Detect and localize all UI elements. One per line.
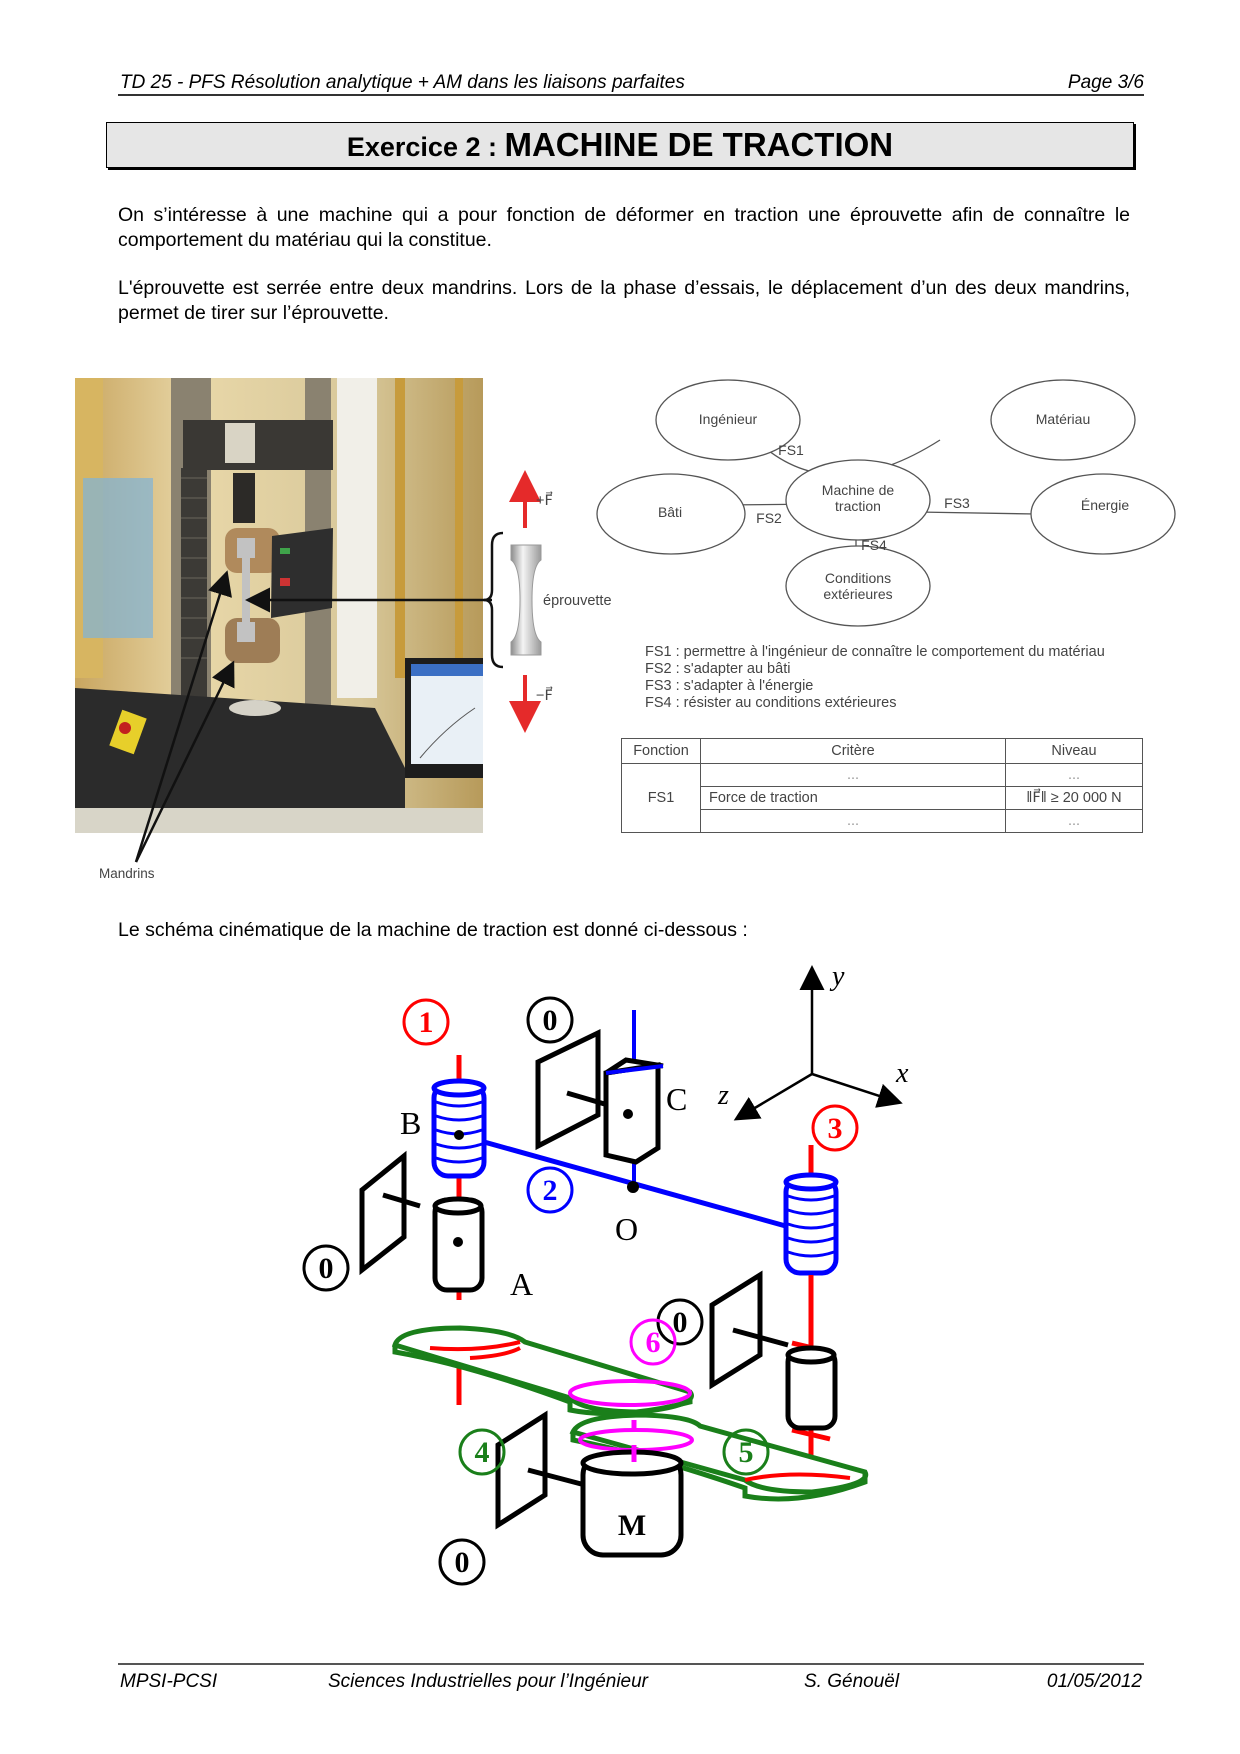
footer-date: 01/05/2012 (1046, 1671, 1142, 1692)
fs3-label: FS3 (944, 495, 970, 511)
node-energie (1030, 473, 1176, 555)
kinematic-intro: Le schéma cinématique de la machine de t… (118, 919, 748, 941)
table-row: Force de traction ‖F⃗‖ ≥ 20 000 N (622, 786, 1143, 810)
page-number: Page 3/6 (1067, 72, 1144, 93)
cell-criterion: ... (700, 763, 1006, 787)
fs2-label: FS2 (756, 510, 782, 526)
node-ingenieur-label: Ingénieur (699, 411, 758, 427)
photo-annotations (134, 470, 542, 863)
intro-paragraph-2: L'éprouvette est serrée entre deux mandr… (118, 277, 1130, 324)
helical-joint-right (783, 1172, 839, 1276)
node-materiau-label: Matériau (1036, 411, 1090, 427)
part-1-label: 1 (419, 1006, 434, 1039)
function-item: FS1 : permettre à l'ingénieur de connaît… (645, 644, 1105, 660)
node-energie-label: Énergie (1081, 497, 1129, 513)
part-0-label: 0 (455, 1546, 470, 1579)
functional-diagram: Ingénieur Matériau Bâti Machine de tract… (596, 379, 1176, 627)
part-4-label: 4 (475, 1436, 490, 1469)
node-ingenieur (655, 379, 801, 461)
pivot-joint-right (709, 1270, 838, 1431)
mandrins-label: Mandrins (99, 866, 155, 881)
footer-author: S. Génouël (804, 1671, 900, 1692)
part-0-label: 0 (319, 1252, 334, 1285)
kinematic-diagram: y⃗ x⃗ z⃗ C O (302, 961, 930, 1586)
motor-label: M (618, 1509, 646, 1542)
node-conditions (785, 545, 931, 627)
axis-triad (733, 965, 903, 1121)
function-item: FS2 : s'adapter au bâti (645, 661, 791, 677)
header-fonction: Fonction (621, 738, 701, 764)
exercise-number: Exercice 2 : (346, 132, 505, 162)
node-bati (596, 473, 746, 555)
part-3-label: 3 (828, 1112, 843, 1145)
part-0-label: 0 (673, 1306, 688, 1339)
function-item: FS3 : s'adapter à l'énergie (645, 678, 814, 694)
document-title: TD 25 - PFS Résolution analytique + AM d… (120, 72, 685, 93)
fs4-label: FS4 (861, 537, 887, 553)
specimen-label: éprouvette (543, 593, 612, 609)
axis-y-label: y⃗ (829, 961, 866, 992)
specimen-illustration (510, 544, 542, 656)
mandrin-arrow-upper (134, 570, 232, 863)
force-plus-label: +F⃗ (536, 493, 553, 509)
point-o-label: O (615, 1211, 638, 1247)
node-conditions-label-2: extérieures (823, 586, 892, 602)
cell-level: ... (1005, 809, 1143, 833)
part-2-label: 2 (543, 1174, 558, 1207)
node-bati-label: Bâti (658, 504, 682, 520)
header-niveau: Niveau (1005, 738, 1143, 764)
mandrin-arrow-lower (134, 660, 235, 863)
node-machine-label-2: traction (835, 498, 881, 514)
table-row: ... ... (622, 809, 1143, 833)
specimen-brace (483, 531, 504, 669)
header-critere: Critère (700, 738, 1006, 764)
point-a-label: A (510, 1266, 533, 1302)
function-item: FS4 : résister au conditions extérieures (645, 695, 897, 711)
exercise-title-box: Exercice 2 : MACHINE DE TRACTION (106, 122, 1134, 168)
page-header: TD 25 - PFS Résolution analytique + AM d… (118, 70, 1144, 96)
slider-joint-c (535, 1029, 664, 1165)
node-machine-label-1: Machine de (822, 482, 895, 498)
point-c-label: C (666, 1081, 687, 1117)
axis-x-label: x⃗ (895, 1058, 930, 1089)
part-5-label: 5 (739, 1436, 754, 1469)
cell-function: FS1 (621, 763, 701, 833)
part-6-label: 6 (646, 1326, 661, 1359)
part-6-upper-pulley (568, 1379, 692, 1407)
node-machine (785, 459, 931, 541)
point-b-label: B (400, 1105, 421, 1141)
function-list: FS1 : permettre à l'ingénieur de connaît… (645, 644, 1105, 712)
criteria-table: Fonction Critère Niveau FS1 ... ... Forc… (621, 738, 1143, 833)
node-materiau (990, 379, 1136, 461)
exercise-title: MACHINE DE TRACTION (504, 126, 894, 163)
cell-criterion: Force de traction (700, 786, 1006, 810)
table-row: FS1 ... ... (621, 763, 1143, 833)
force-minus-label: −F⃗ (536, 688, 553, 704)
part-0-label: 0 (543, 1004, 558, 1037)
footer-subject: Sciences Industrielles pour l’Ingénieur (328, 1671, 649, 1692)
footer-class: MPSI-PCSI (120, 1671, 218, 1692)
machine-photo (75, 378, 483, 833)
cell-criterion: ... (700, 809, 1006, 833)
page-footer: MPSI-PCSI Sciences Industrielles pour l’… (118, 1663, 1144, 1695)
motor (495, 1410, 684, 1558)
link-fs3 (916, 511, 1037, 515)
node-conditions-label-1: Conditions (825, 570, 891, 586)
axis-z-label: z⃗ (717, 1080, 751, 1111)
cell-level: ‖F⃗‖ ≥ 20 000 N (1005, 786, 1143, 810)
intro-paragraph-1: On s’intéresse à une machine qui a pour … (118, 204, 1130, 251)
table-header-row: Fonction Critère Niveau (621, 738, 1143, 764)
fs1-label: FS1 (778, 442, 804, 458)
cell-level: ... (1005, 763, 1143, 787)
